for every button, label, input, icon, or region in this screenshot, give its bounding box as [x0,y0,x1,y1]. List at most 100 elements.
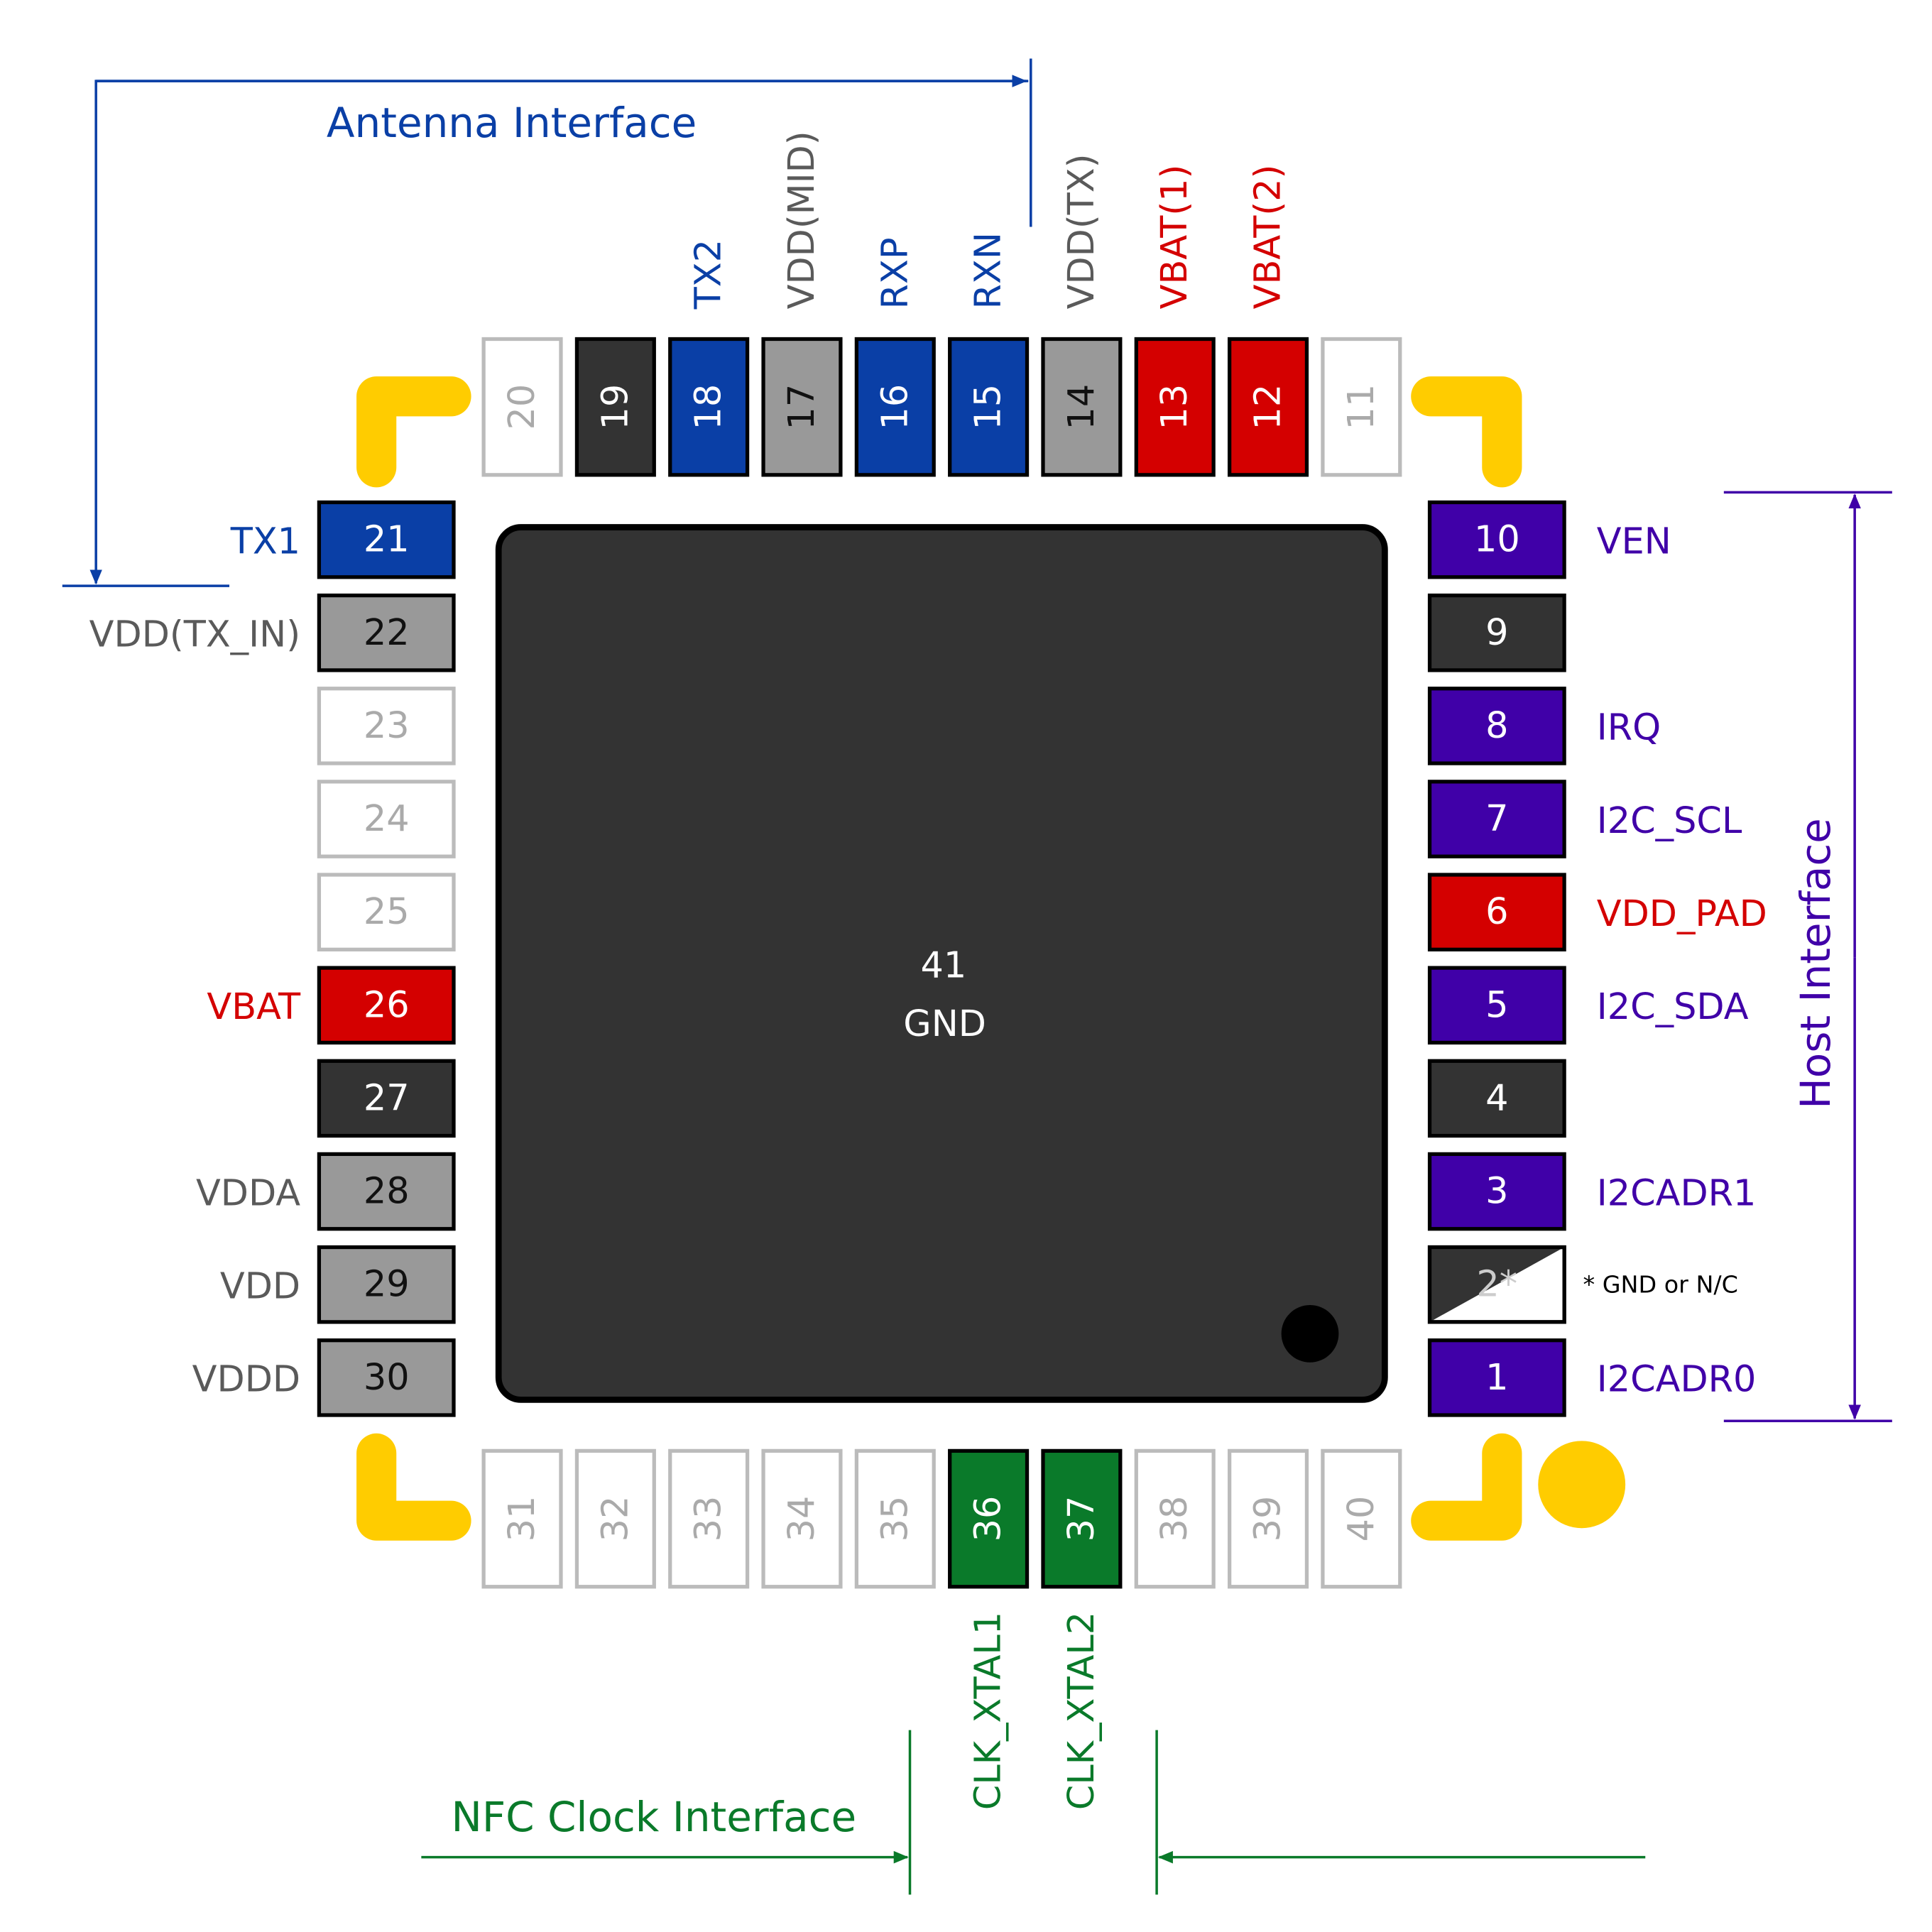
pin-pad [317,873,456,951]
pin-number: 27 [364,1077,410,1119]
pin-7: 7 [1427,780,1566,858]
pin-label: TX1 [230,520,300,562]
pin-35: 35 [854,1448,936,1589]
pin-label: VDD [220,1266,300,1308]
pin-pad [317,1059,456,1138]
pin-label: VBAT(2) [1248,165,1289,310]
pin-number: 5 [1485,984,1508,1026]
pin-number: 37 [1061,1496,1103,1542]
pin-pad [948,1448,1030,1589]
pin-pad [1321,337,1402,477]
pin-pad [317,1245,456,1324]
pin-31: 31 [481,1448,563,1589]
pin-pad [1134,337,1216,477]
pin-number: 9 [1485,612,1508,654]
antenna-interface-label: Antenna Interface [327,99,697,147]
pin1-indicator-dot [1538,1441,1626,1529]
pin-label: TX2 [688,239,730,310]
pin-label: VDD(MID) [781,131,823,309]
pin-pad [1041,337,1123,477]
pin-37: 37 [1041,1448,1123,1589]
pin-pad [1041,1448,1123,1589]
pin-40: 40 [1321,1448,1402,1589]
center-pad-number: 41 [921,944,967,986]
pin-1: 1 [1427,1338,1566,1417]
pin-pad [1321,1448,1402,1589]
pin-17: 17 [761,337,843,477]
pin-label: CLK_XTAL2 [1061,1612,1103,1810]
chip-orientation-dot [1281,1304,1339,1363]
pin-18: 18 [668,337,750,477]
pin-pad [1427,780,1566,858]
pin-label: I2CADR1 [1597,1172,1757,1214]
pin-label: VBAT [207,986,301,1028]
pin-14: 14 [1041,337,1123,477]
pin-21: 21 [317,500,456,579]
pin-pad [574,337,656,477]
pin-26: 26 [317,966,456,1045]
corner-marker-bottom-left [356,1433,471,1541]
pin-pad [317,1338,456,1417]
pin-8: 8 [1427,687,1566,765]
pin-pad [481,337,563,477]
pin-number: 16 [874,384,916,430]
pin-number: 10 [1474,519,1520,561]
pin-pad [1427,1152,1566,1231]
pin-number: 29 [364,1264,410,1306]
pin-number: 6 [1485,891,1508,933]
pin-number: 13 [1154,384,1196,430]
pin-number: 17 [781,384,823,430]
pin-number: 28 [364,1171,410,1213]
pin-38: 38 [1134,1448,1216,1589]
pin-36: 36 [948,1448,1030,1589]
pin-label: VDDD [192,1359,300,1401]
pin-label: VDDA [196,1172,300,1214]
pin-number: 39 [1248,1496,1289,1542]
pin-30: 30 [317,1338,456,1417]
center-pad-name: GND [903,1003,986,1045]
pin-2: 2* [1427,1245,1566,1324]
pin-number: 33 [688,1496,730,1542]
pin-number: 1 [1485,1357,1508,1399]
pin-pad [761,1448,843,1589]
pin-32: 32 [574,1448,656,1589]
pin-pad [317,500,456,579]
pin-15: 15 [948,337,1030,477]
pin-pad [854,337,936,477]
pin-label: VDD(TX) [1061,154,1103,310]
pin-number: 4 [1485,1077,1508,1119]
pin-pad [317,966,456,1045]
pin-10: 10 [1427,500,1566,579]
pin-number: 31 [501,1496,543,1542]
pin-number: 11 [1341,384,1382,430]
pin-label: CLK_XTAL1 [968,1612,1010,1810]
corner-marker-bottom-right [1411,1433,1522,1541]
pin-9: 9 [1427,593,1566,672]
pin-number: 23 [364,705,410,747]
pin-number: 25 [364,891,410,933]
pin-39: 39 [1227,1448,1309,1589]
pin-5: 5 [1427,966,1566,1045]
pin-number: 36 [968,1496,1010,1542]
pins-left-side: 21TX122VDD(TX_IN)23242526VBAT2728VDDA29V… [89,500,456,1417]
pin-number: 18 [688,384,730,430]
pin-pad [1427,1059,1566,1138]
pin-22: 22 [317,593,456,672]
pin-33: 33 [668,1448,750,1589]
pin-number: 35 [874,1496,916,1542]
pin-number: 30 [364,1357,410,1399]
host-interface-label: Host Interface [1791,818,1840,1109]
pin-number: 20 [501,384,543,430]
pin-number: 22 [364,612,410,654]
pin-pad [1227,337,1309,477]
corner-marker-top-left [356,376,471,488]
pin-label: VBAT(1) [1154,165,1196,310]
pin-number: 8 [1485,705,1508,747]
pin-number: 32 [594,1496,636,1542]
pin-pad [1427,873,1566,951]
pin-pad [1134,1448,1216,1589]
pin-pad [1427,1338,1566,1417]
pin2-note: * GND or N/C [1583,1270,1737,1298]
